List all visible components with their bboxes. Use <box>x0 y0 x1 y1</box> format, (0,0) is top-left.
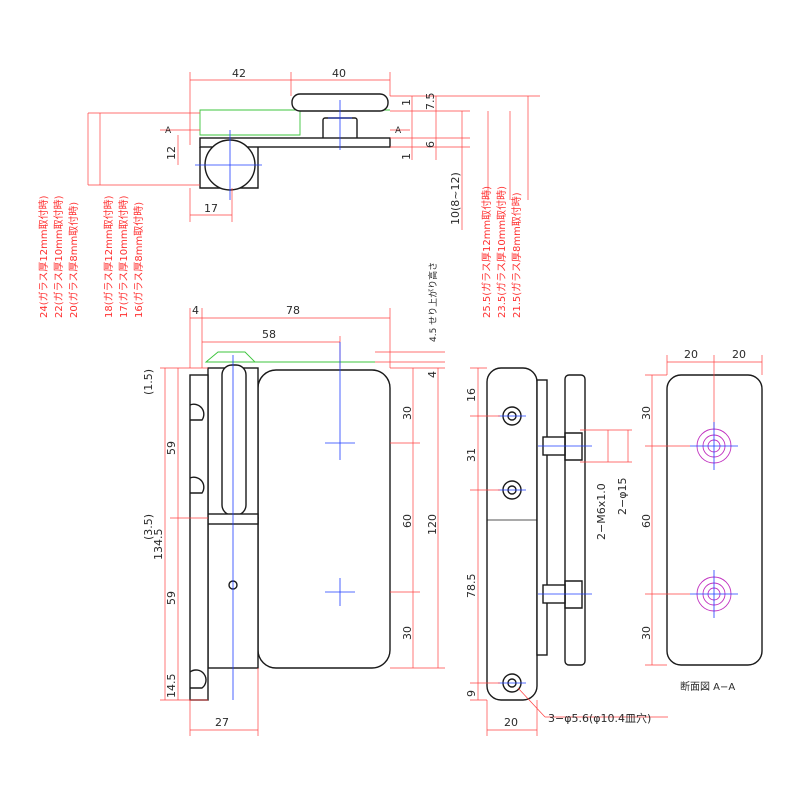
section-title: 断面図 A−A <box>680 680 735 693</box>
section-mark-right: A <box>395 126 402 136</box>
side-body <box>486 367 538 701</box>
dim-1-5: (1.5) <box>142 369 155 395</box>
dim-r30a: 30 <box>401 406 414 420</box>
dim-58: 58 <box>262 328 276 341</box>
side-glass-plate <box>564 374 586 666</box>
note-front-3: 16(ガラス厚8mm取付時) <box>132 202 145 318</box>
note-left-1: 24(ガラス厚12mm取付時) <box>37 195 50 318</box>
dim-w20: 20 <box>504 716 518 729</box>
note-left-3: 20(ガラス厚8mm取付時) <box>67 202 80 318</box>
callout-thread: 2−M6x1.0 <box>595 483 608 540</box>
dim-v78-5: 78.5 <box>465 574 478 599</box>
dim-v16: 16 <box>465 388 478 402</box>
dim-3-5: (3.5) <box>142 514 155 540</box>
dim-78: 78 <box>286 304 300 317</box>
side-view: 16 31 78.5 9 20 2−M6x1.0 2−φ15 3−φ5.6(φ1… <box>465 367 668 736</box>
dim-17: 17 <box>204 202 218 215</box>
dim-sec-w20b: 20 <box>732 348 746 361</box>
note-right-3: 21.5(ガラス厚8mm取付時) <box>510 192 523 318</box>
dim-r60: 60 <box>401 514 414 528</box>
glass-outline-front <box>204 351 257 363</box>
note-front-1: 18(ガラス厚12mm取付時) <box>102 195 115 318</box>
dim-r4: 4 <box>426 371 439 378</box>
dim-r1a: 1 <box>400 99 413 106</box>
dim-12: 12 <box>165 146 178 160</box>
dim-14-5: 14.5 <box>165 674 178 699</box>
callout-hole: 2−φ15 <box>616 478 629 515</box>
front-pin <box>221 364 247 516</box>
glass-outline-top <box>199 109 301 136</box>
section-view: 20 20 30 60 30 断面図 A−A <box>640 348 763 693</box>
dim-r30b: 30 <box>401 626 414 640</box>
dim-r120: 120 <box>426 514 439 535</box>
dim-sec-v60: 60 <box>640 514 653 528</box>
dim-134-5: 134.5 <box>152 529 165 561</box>
dim-40: 40 <box>332 67 346 80</box>
dim-r75: 7.5 <box>424 93 437 111</box>
dim-r6: 6 <box>424 141 437 148</box>
dim-27: 27 <box>215 716 229 729</box>
dim-range: 10(8~12) <box>449 172 462 225</box>
top-view: 42 40 A A 12 17 1 <box>37 67 540 318</box>
front-view: 4 78 58 (1.5) 59 <box>102 195 445 736</box>
dim-v9: 9 <box>465 690 478 697</box>
dim-lift: 4.5 せり上がり高さ <box>427 262 439 342</box>
front-plate <box>257 369 391 669</box>
note-right-1: 25.5(ガラス厚12mm取付時) <box>480 186 493 318</box>
dim-sec-v30a: 30 <box>640 406 653 420</box>
dim-v31: 31 <box>465 448 478 462</box>
section-mark-left: A <box>165 126 172 136</box>
section-plate <box>666 374 763 666</box>
note-front-2: 17(ガラス厚10mm取付時) <box>117 195 130 318</box>
dim-42: 42 <box>232 67 246 80</box>
note-left-2: 22(ガラス厚10mm取付時) <box>52 195 65 318</box>
top-arm <box>199 137 391 148</box>
front-mount <box>189 374 209 701</box>
dim-59a: 59 <box>165 441 178 455</box>
note-right-2: 23.5(ガラス厚10mm取付時) <box>495 186 508 318</box>
dim-sec-v30b: 30 <box>640 626 653 640</box>
callout-holes: 3−φ5.6(φ10.4皿穴) <box>548 711 651 725</box>
dim-sec-w20a: 20 <box>684 348 698 361</box>
dim-4: 4 <box>192 304 199 317</box>
dim-r1b: 1 <box>400 153 413 160</box>
dim-59b: 59 <box>165 591 178 605</box>
